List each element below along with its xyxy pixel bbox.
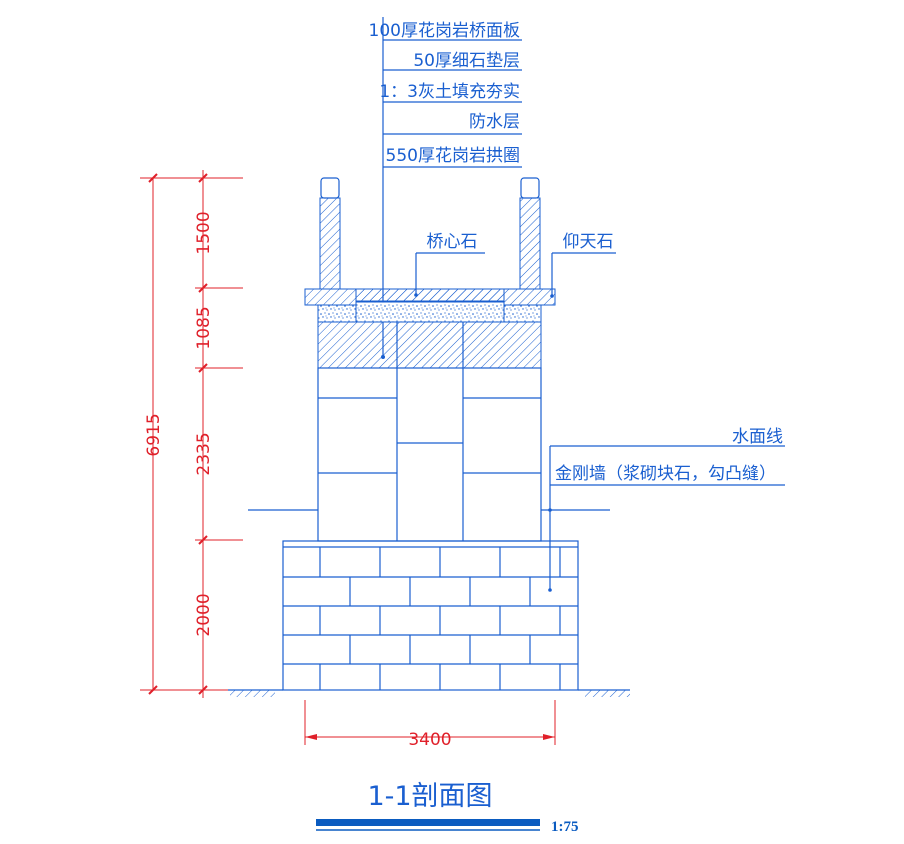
arch-ring: [317, 321, 542, 369]
abutment-base: [282, 540, 579, 691]
layer-label: 100厚花岗岩桥面板: [369, 21, 520, 41]
dim-seg: 1085: [194, 306, 214, 349]
layer-label: 防水层: [469, 112, 520, 132]
baluster-right: [519, 177, 541, 290]
layer-label: 50厚细石垫层: [413, 51, 520, 71]
scale-text: 1:75: [551, 819, 579, 835]
dim-total-height: 6915: [144, 413, 164, 456]
vertical-dimensions: 6915 1500 1085 2335 2000: [140, 170, 243, 698]
layer-label-stack: 100厚花岗岩桥面板 50厚细石垫层 1：3灰土填充夯实 防水层 550厚花岗岩…: [369, 17, 522, 359]
dim-seg: 1500: [194, 211, 214, 254]
callout-label: 仰天石: [563, 232, 614, 252]
dim-seg: 2000: [194, 593, 214, 636]
drawing-title: 1-1剖面图 1:75: [316, 781, 579, 835]
width-dimension: 3400: [304, 700, 556, 750]
layer-label: 1：3灰土填充夯实: [379, 82, 520, 102]
callout-coping-stone: 仰天石: [550, 232, 616, 298]
dim-seg: 2335: [194, 432, 214, 475]
callout-label: 桥心石: [427, 232, 478, 252]
ground-symbol: [228, 689, 630, 697]
dim-width: 3400: [408, 730, 451, 750]
water-line-label: 水面线: [732, 427, 783, 447]
baluster-left: [319, 177, 341, 290]
arch-joints: [396, 322, 464, 368]
callout-abutment: 水面线 金刚墙（浆砌块石，勾凸缝）: [548, 427, 785, 592]
callout-bridge-center-stone: 桥心石: [414, 232, 485, 297]
layer-label: 550厚花岗岩拱圈: [386, 146, 520, 166]
bridge-deck: [304, 288, 556, 323]
pier-body: [317, 367, 542, 542]
title-text: 1-1剖面图: [367, 781, 492, 812]
abutment-wall-label: 金刚墙（浆砌块石，勾凸缝）: [555, 464, 776, 484]
